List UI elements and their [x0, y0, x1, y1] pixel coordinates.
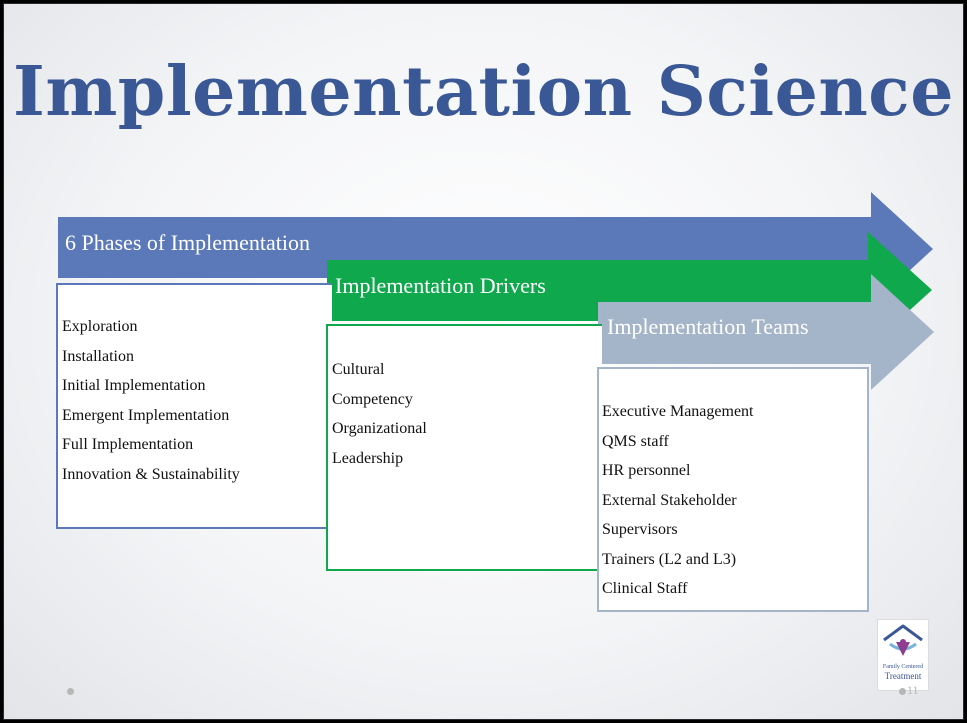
list-item: Competency	[332, 390, 413, 408]
house-figure-icon	[883, 624, 923, 656]
phases-box	[56, 283, 332, 529]
list-item: QMS staff	[602, 432, 669, 450]
family-centered-treatment-logo: Family Centered Treatment	[877, 619, 929, 691]
list-item: Exploration	[62, 318, 138, 335]
list-item: Trainers (L2 and L3)	[602, 550, 737, 568]
logo-text-line2: Treatment	[884, 671, 922, 681]
list-item: Emergent Implementation	[62, 406, 230, 424]
list-item: Installation	[62, 347, 134, 365]
drivers-list: Cultural Competency Organizational Leade…	[332, 355, 427, 473]
slide: Implementation Science 6 Phases of Imple…	[3, 3, 964, 720]
teams-header: Implementation Teams	[607, 314, 809, 339]
footer-left-dot	[67, 688, 74, 695]
footer-right-dot	[899, 688, 906, 695]
list-item: Supervisors	[602, 521, 678, 538]
arrow-graphics	[58, 192, 934, 390]
slide-title: Implementation Science	[13, 52, 954, 132]
list-item: External Stakeholder	[602, 491, 737, 509]
page-number: 11	[907, 683, 919, 697]
teams-arrow	[598, 274, 934, 390]
list-item: Organizational	[332, 420, 427, 437]
phases-header: 6 Phases of Implementation	[65, 230, 311, 255]
logo-text-line1: Family Centered	[882, 664, 924, 670]
list-item: Cultural	[332, 361, 385, 378]
list-item: Executive Management	[602, 403, 754, 420]
teams-box	[597, 367, 869, 612]
list-item: Innovation & Sustainability	[62, 465, 240, 483]
drivers-header: Implementation Drivers	[335, 273, 546, 298]
list-item: Full Implementation	[62, 436, 194, 453]
list-item: HR personnel	[602, 462, 691, 479]
list-item: Leadership	[332, 449, 404, 467]
list-item: Initial Implementation	[62, 377, 206, 394]
phases-list: Exploration Installation Initial Impleme…	[62, 312, 240, 489]
teams-list: Executive Management QMS staff HR person…	[602, 397, 754, 604]
drivers-box	[326, 324, 602, 571]
list-item: Clinical Staff	[602, 580, 688, 597]
